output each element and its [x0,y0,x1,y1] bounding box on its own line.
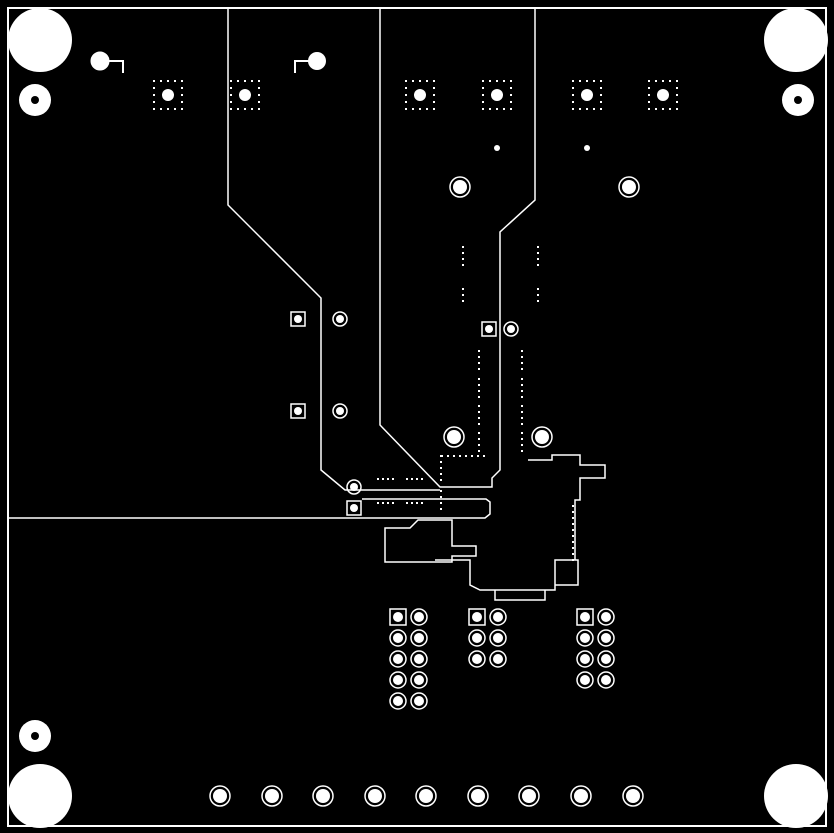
pin-pad[interactable] [576,671,594,689]
edge-pin[interactable] [364,785,386,807]
pin-pad[interactable] [410,650,428,668]
edge-pin[interactable] [622,785,644,807]
large-pad [531,426,553,448]
pin-pad[interactable] [410,692,428,710]
pin-pad[interactable] [410,608,428,626]
thermal-pad [572,80,602,110]
edge-pin[interactable] [518,785,540,807]
pin-pad[interactable] [576,650,594,668]
pin-pad[interactable] [410,671,428,689]
small-via [584,145,590,151]
component-pad [332,311,348,327]
large-pad [443,426,465,448]
pin-pad[interactable] [468,650,486,668]
top-left-test-points [90,51,326,73]
pin-pad[interactable] [468,629,486,647]
thermal-pad [648,80,678,110]
pin-pad[interactable] [597,671,615,689]
pin-pad[interactable] [489,629,507,647]
pin-header[interactable] [576,608,615,689]
pin-1-pad[interactable] [389,608,407,626]
pin-pad[interactable] [489,650,507,668]
pin-pad[interactable] [489,608,507,626]
thermal-pad [482,80,512,110]
bottom-edge-connector[interactable] [209,785,644,807]
edge-pin[interactable] [261,785,283,807]
pin-pad[interactable] [597,650,615,668]
pin-header[interactable] [389,608,428,710]
pin-1-pad[interactable] [468,608,486,626]
mounting-holes [19,84,814,752]
pin-pad[interactable] [597,629,615,647]
thermal-pad [230,80,260,110]
edge-pin[interactable] [209,785,231,807]
component-pad [332,403,348,419]
component-pad [346,500,362,516]
edge-pin[interactable] [570,785,592,807]
small-via [494,145,500,151]
pin-pad[interactable] [389,629,407,647]
pin-pad[interactable] [410,629,428,647]
pin-pad[interactable] [389,692,407,710]
thermal-pad [153,80,183,110]
pin-1-pad[interactable] [576,608,594,626]
large-pad [618,176,640,198]
edge-pin[interactable] [415,785,437,807]
edge-pin[interactable] [312,785,334,807]
board-outline [7,7,827,827]
pin-header[interactable] [468,608,507,668]
header-connectors[interactable] [389,608,615,710]
component-pad [290,311,306,327]
pin-pad[interactable] [389,671,407,689]
component-pad [290,403,306,419]
component-pad [346,479,362,495]
component-pad [481,321,497,337]
pin-pad[interactable] [597,608,615,626]
pin-pad[interactable] [576,629,594,647]
thermal-pad [405,80,435,110]
large-pad [449,176,471,198]
pin-pad[interactable] [389,650,407,668]
corner-cutouts [8,8,828,828]
via-stitching [377,246,574,561]
through-hole-pads [290,145,640,516]
edge-pin[interactable] [467,785,489,807]
thermal-via-pads [153,80,678,110]
component-pad [503,321,519,337]
